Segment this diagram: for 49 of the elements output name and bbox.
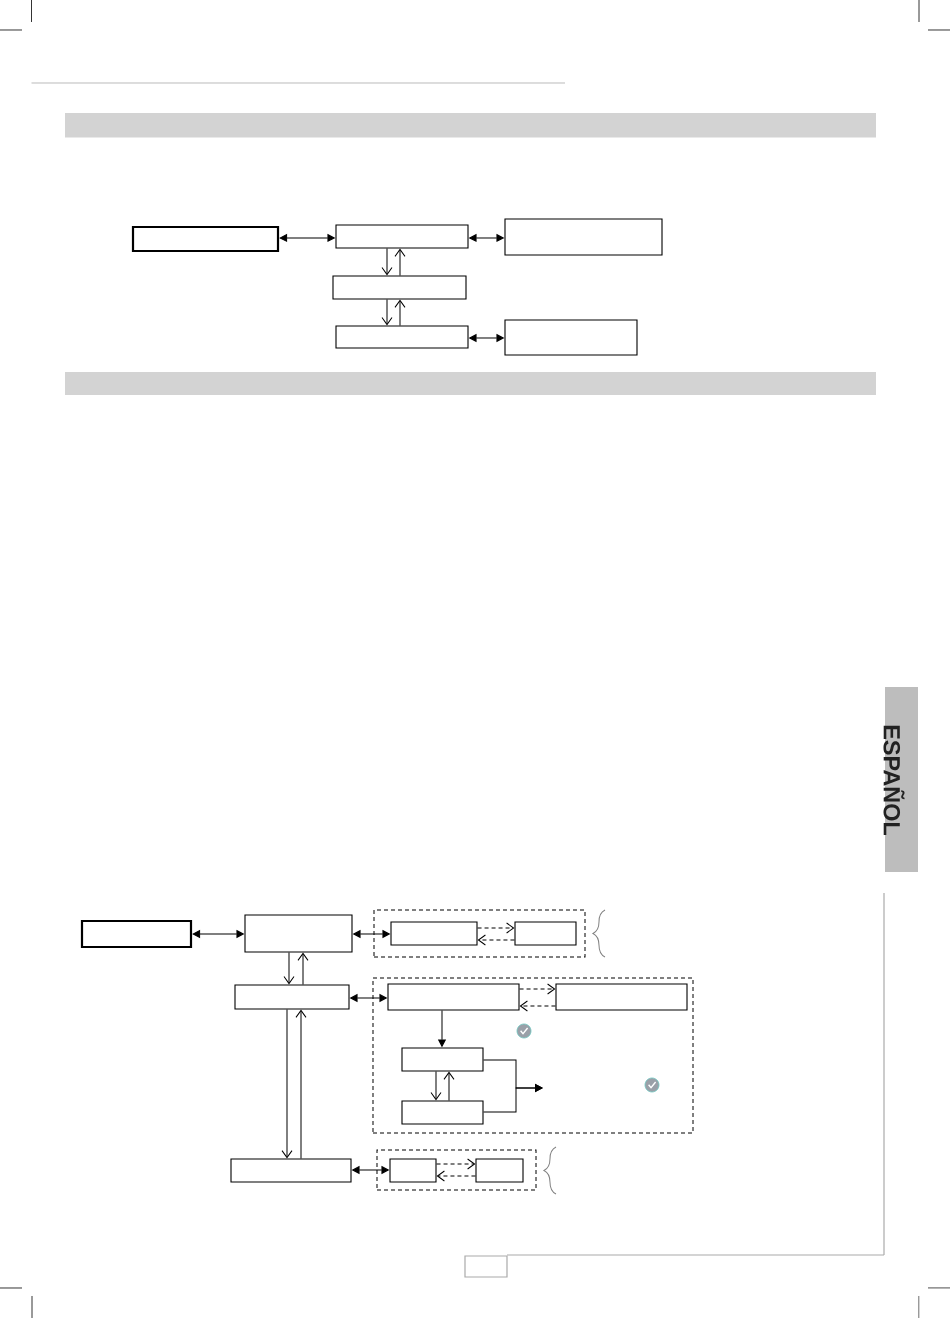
dashed-arrow	[477, 934, 515, 946]
flow-box	[504, 218, 663, 256]
dashed-arrow	[519, 983, 556, 995]
arrow	[381, 248, 393, 276]
section-bar	[65, 372, 876, 395]
arrow	[381, 299, 393, 326]
merge-arrow	[483, 1084, 543, 1113]
dashed-arrow	[436, 1158, 476, 1170]
double-arrow	[279, 234, 335, 242]
arrow	[394, 299, 406, 326]
flow-box	[244, 914, 353, 953]
flow-box	[514, 921, 577, 946]
flow-box	[504, 319, 638, 356]
dashed-arrow	[477, 922, 515, 934]
flow-box	[230, 1158, 352, 1183]
arrow	[283, 952, 295, 985]
flow-box	[335, 224, 469, 249]
dashed-arrow	[436, 1170, 476, 1182]
group-box	[376, 1149, 537, 1191]
flow-box	[80, 919, 193, 949]
flow-box	[390, 921, 478, 946]
double-arrow	[469, 234, 504, 242]
section-bar	[65, 113, 876, 138]
arrow	[394, 248, 406, 276]
dashed-arrow	[519, 1000, 556, 1012]
flow-box	[234, 984, 350, 1010]
group-box	[373, 909, 586, 958]
group-box	[372, 977, 694, 1134]
flow-box	[401, 1100, 484, 1125]
arrow	[430, 1071, 442, 1101]
flow-box	[387, 983, 520, 1011]
arrow	[443, 1071, 455, 1101]
flow-box	[475, 1158, 524, 1183]
flow-box	[332, 275, 467, 300]
arrow	[297, 952, 309, 985]
flow-box	[389, 1158, 437, 1183]
flow-box	[401, 1047, 484, 1072]
arrow	[295, 1009, 307, 1159]
double-arrow	[192, 930, 244, 938]
double-arrow	[350, 994, 387, 1002]
flow-box	[555, 983, 688, 1011]
double-arrow	[353, 930, 390, 938]
double-arrow	[352, 1166, 389, 1174]
arrow	[281, 1009, 293, 1159]
language-tab: ESPAÑOL	[883, 687, 918, 872]
flow-box	[335, 325, 469, 349]
flow-box	[131, 225, 280, 253]
arrow	[438, 1010, 446, 1047]
double-arrow	[469, 334, 504, 342]
